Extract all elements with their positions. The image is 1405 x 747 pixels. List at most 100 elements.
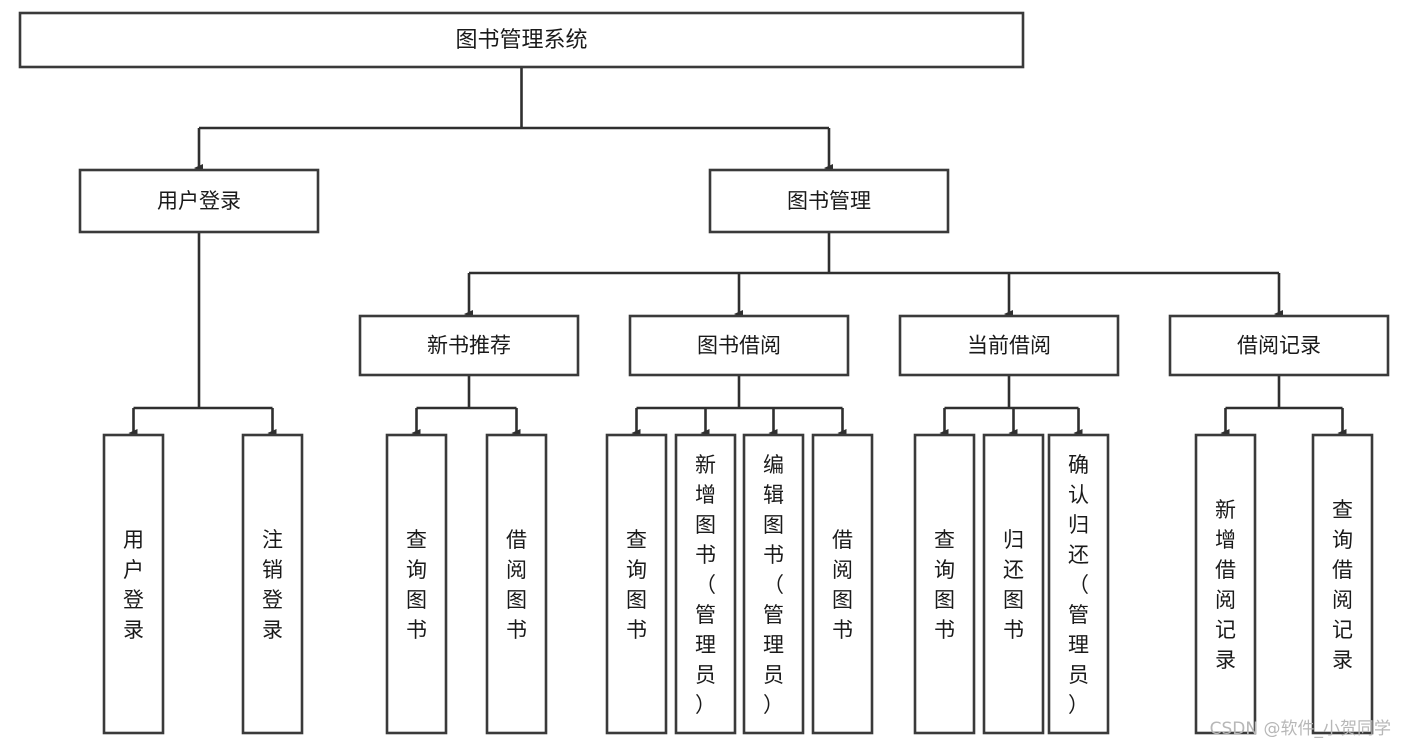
node-label-char: 记: [1332, 618, 1353, 642]
node-label-char: 注: [262, 528, 283, 552]
node-label-char: 录: [123, 618, 144, 642]
node-label-char: 增: [695, 483, 716, 507]
node-label-char: 销: [262, 558, 283, 582]
node-label-char: 图: [1003, 588, 1024, 612]
node-label: 借阅记录: [1237, 334, 1321, 358]
node-label-char: 录: [1332, 648, 1353, 672]
node-new-book-recommend[interactable]: 新书推荐: [358, 314, 580, 377]
node-box: [742, 433, 805, 735]
node-root[interactable]: 图书管理系统: [18, 11, 1025, 69]
node-label-char: 员: [1068, 663, 1089, 687]
node-label-char: 管: [1068, 603, 1089, 627]
node-label-char: 图: [506, 588, 527, 612]
node-box: [628, 314, 850, 377]
node-label: 新书推荐: [427, 334, 511, 358]
node-label-char: 阅: [1215, 588, 1236, 612]
node-label-char: 书: [506, 618, 527, 642]
node-label-char: 书: [626, 618, 647, 642]
node-label-char: 编: [763, 453, 784, 477]
node-box: [708, 168, 950, 234]
node-box: [1194, 433, 1257, 735]
node-box: [1168, 314, 1390, 377]
node-label-char: 询: [1332, 528, 1353, 552]
node-label-char: 认: [1068, 483, 1089, 507]
node-label-char: 记: [1215, 618, 1236, 642]
node-label-char: 员: [695, 663, 716, 687]
node-layer: 图书管理系统用户登录图书管理新书推荐图书借阅当前借阅借阅记录用户登录注销登录查询…: [18, 11, 1390, 735]
node-box: [898, 314, 1120, 377]
node-label-char: 管: [763, 603, 784, 627]
node-label-char: 户: [123, 558, 144, 582]
node-box: [982, 433, 1045, 735]
node-label-char: 书: [406, 618, 427, 642]
node-label-char: 图: [626, 588, 647, 612]
node-label-char: （: [763, 573, 784, 597]
node-label-char: 阅: [1332, 588, 1353, 612]
node-label-char: 图: [406, 588, 427, 612]
node-box: [674, 433, 737, 735]
node-box: [605, 433, 668, 735]
node-label-char: （: [695, 573, 716, 597]
node-label-char: 阅: [832, 558, 853, 582]
node-label-char: 书: [1003, 618, 1024, 642]
node-label-char: 增: [1215, 528, 1236, 552]
node-book-borrow[interactable]: 图书借阅: [628, 314, 850, 377]
node-label: 图书借阅: [697, 334, 781, 358]
node-user-login[interactable]: 用户登录: [78, 168, 320, 234]
node-box: [18, 11, 1025, 69]
node-label-char: 阅: [506, 558, 527, 582]
node-box: [913, 433, 976, 735]
node-label-char: （: [1068, 573, 1089, 597]
node-label: 当前借阅: [967, 334, 1051, 358]
node-label-char: 询: [406, 558, 427, 582]
node-box: [78, 168, 320, 234]
node-label-char: 图: [695, 513, 716, 537]
node-label-char: 归: [1068, 513, 1089, 537]
node-label-char: 登: [123, 588, 144, 612]
node-label-char: 书: [934, 618, 955, 642]
connector-layer: [128, 67, 1347, 437]
node-label-char: 录: [262, 618, 283, 642]
node-label-char: 员: [763, 663, 784, 687]
node-label-char: 图: [934, 588, 955, 612]
node-box: [241, 433, 304, 735]
node-label-char: 理: [763, 633, 784, 657]
node-label-char: 录: [1215, 648, 1236, 672]
node-label-char: 借: [1215, 558, 1236, 582]
node-box: [1047, 433, 1110, 735]
node-borrow-record[interactable]: 借阅记录: [1168, 314, 1390, 377]
node-box: [811, 433, 874, 735]
node-label-char: 理: [1068, 633, 1089, 657]
node-box: [385, 433, 448, 735]
node-label: 图书管理: [787, 189, 871, 213]
node-label-char: 书: [763, 543, 784, 567]
node-label-char: 书: [695, 543, 716, 567]
node-label-char: 还: [1003, 558, 1024, 582]
node-label-char: 查: [406, 528, 427, 552]
node-label-char: 登: [262, 588, 283, 612]
node-label-char: 借: [1332, 558, 1353, 582]
node-book-management[interactable]: 图书管理: [708, 168, 950, 234]
node-label-char: ）: [1068, 693, 1089, 717]
node-label-char: 书: [832, 618, 853, 642]
node-label-char: 辑: [763, 483, 784, 507]
node-leaf-user-login[interactable]: 用户登录: [102, 433, 165, 735]
node-current-borrow[interactable]: 当前借阅: [898, 314, 1120, 377]
node-label-char: 管: [695, 603, 716, 627]
node-label-char: 用: [123, 528, 144, 552]
node-label-char: 图: [832, 588, 853, 612]
